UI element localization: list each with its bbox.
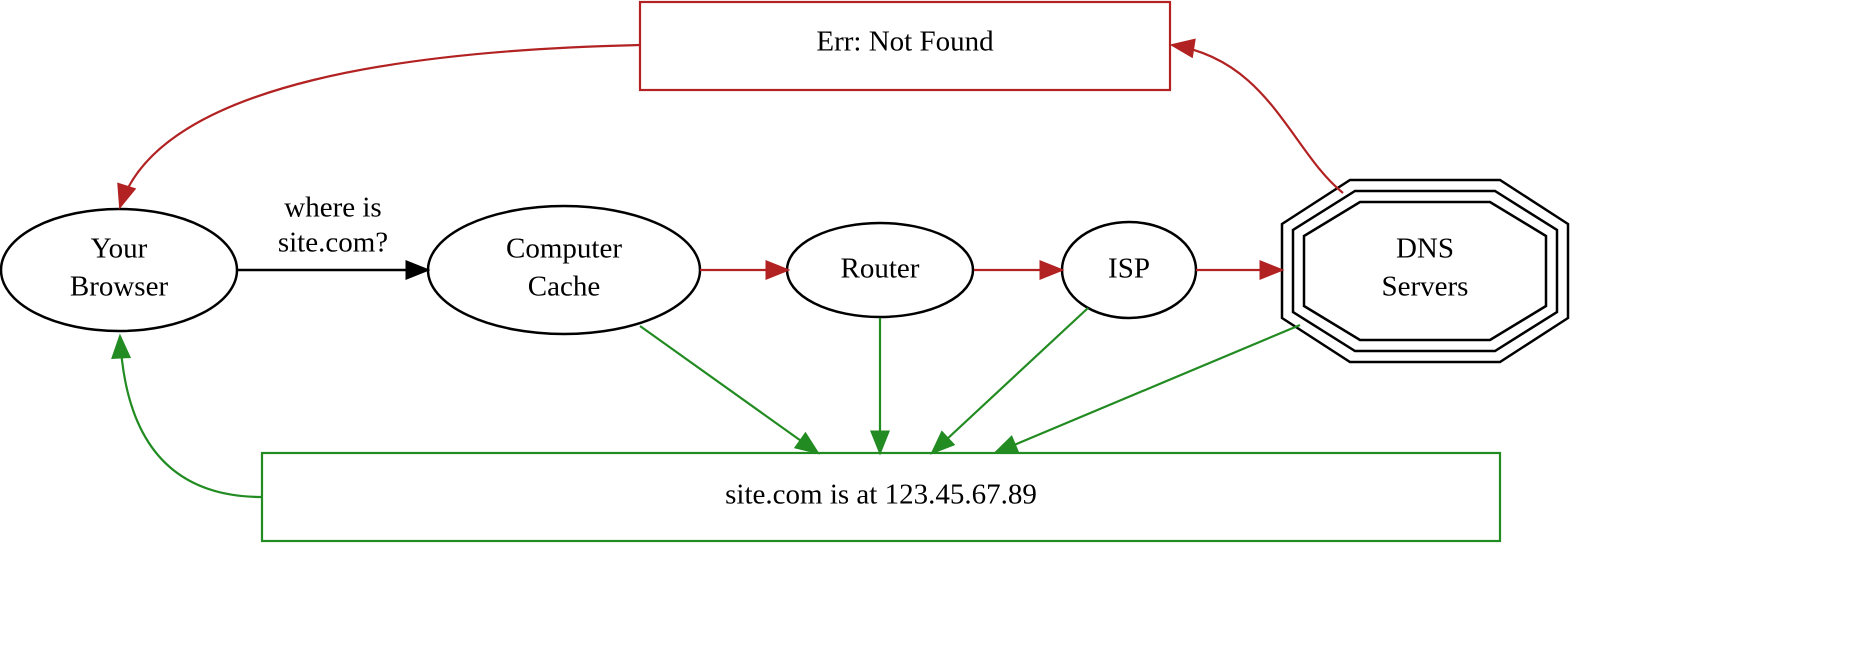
edge-cache-to-result (639, 325, 821, 455)
node-isp: ISP (1060, 220, 1198, 320)
node-error: Err: Not Found (638, 0, 1172, 92)
node-result: site.com is at 123.45.67.89 (260, 451, 1502, 543)
result-label: site.com is at 123.45.67.89 (725, 479, 1037, 511)
edge-result-to-browser (111, 333, 263, 499)
node-dns-servers: DNS Servers (1280, 178, 1570, 364)
edge-browser-to-cache: where is site.com? (238, 192, 431, 280)
node-router: Router (785, 221, 975, 319)
error-label: Err: Not Found (816, 26, 994, 58)
node-computer-cache: Computer Cache (426, 204, 702, 336)
query-label-2: site.com? (278, 227, 388, 259)
dns-label-2: Servers (1382, 271, 1469, 303)
router-label: Router (841, 253, 920, 285)
isp-label: ISP (1108, 253, 1150, 285)
cache-label-1: Computer (506, 233, 622, 265)
edge-isp-to-result (930, 307, 1089, 455)
node-browser: Your Browser (0, 207, 239, 333)
browser-label-1: Your (91, 233, 148, 265)
browser-label-2: Browser (70, 271, 169, 303)
edge-error-to-browser (117, 43, 641, 210)
edge-dns-to-result (992, 323, 1301, 455)
dns-label-1: DNS (1396, 233, 1454, 265)
cache-label-2: Cache (528, 271, 600, 303)
edge-dns-to-error (1169, 38, 1344, 194)
query-label-1: where is (284, 192, 381, 224)
